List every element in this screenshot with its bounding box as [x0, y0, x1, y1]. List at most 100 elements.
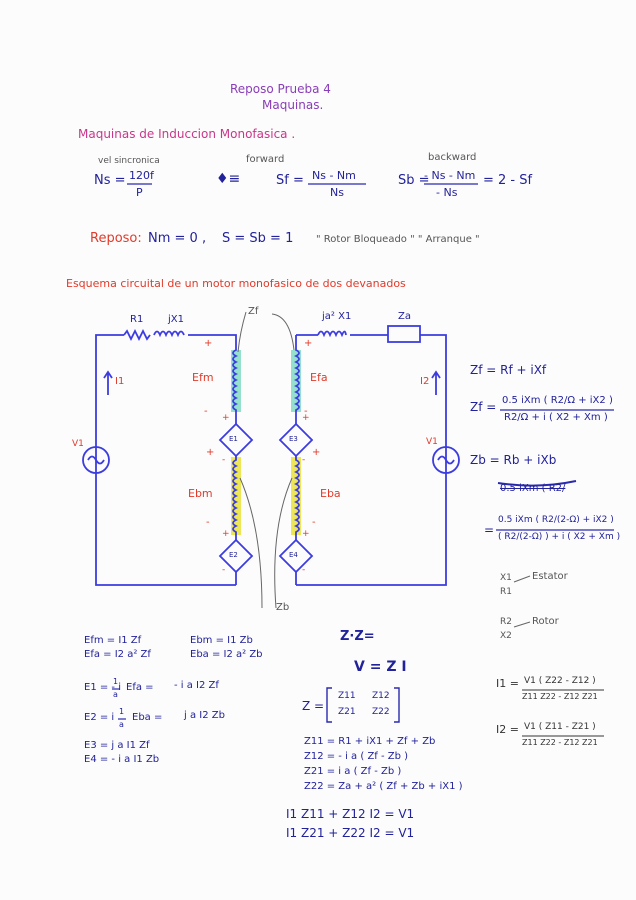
e2-source [218, 538, 254, 574]
e4-source [278, 538, 314, 574]
z12-equation: Z12 = - i a ( Zf - Zb ) [304, 751, 409, 762]
esquema-title: Esquema circuital de un motor monofasico… [66, 277, 406, 290]
eq-efa: Efa = I2 a² Zf [84, 649, 151, 660]
z21-equation: Z21 = i a ( Zf - Zb ) [304, 766, 402, 777]
zf-lhs: Zf = [470, 400, 497, 414]
efa-coil [293, 335, 300, 424]
matrix-right-bracket [394, 687, 400, 723]
v1-right-source [432, 446, 460, 474]
i1-denominator: Z11 Z22 - Z12 Z21 [522, 692, 598, 701]
efm-coil [232, 345, 239, 424]
left-top-wire [188, 334, 237, 345]
zf-definition: Zf = Rf + iXf [470, 363, 547, 377]
zb-leader-right [274, 477, 293, 609]
za-box [387, 325, 421, 343]
sign-e4-minus: - [302, 565, 306, 575]
sf-denominator: Ns [330, 186, 344, 199]
eq-e2-a: E2 = i [84, 712, 115, 723]
ebm-coil [232, 456, 239, 540]
label-e2: E2 [229, 551, 238, 559]
rotor-r2: R2 [500, 617, 512, 627]
sb-numerator: - Ns - Nm [424, 169, 476, 182]
estator-x1: X1 [500, 573, 512, 583]
z11-equation: Z11 = R1 + iX1 + Zf + Zb [304, 736, 436, 747]
rotor-arrow [513, 621, 531, 628]
sf-numerator: Ns - Nm [312, 169, 356, 182]
label-eba: Eba [320, 487, 341, 500]
sign-ebm-minus: - [206, 517, 210, 528]
eq-e2-c: j a I2 Zb [184, 710, 225, 721]
label-ja2x1: ja² X1 [322, 311, 352, 322]
system-eq1: I1 Z11 + Z12 I2 = V1 [286, 807, 415, 821]
zb-equals: = [484, 523, 495, 537]
title-line2: Maquinas. [262, 98, 324, 112]
r1-resistor [123, 328, 151, 342]
sign-e3-minus: - [302, 455, 306, 465]
label-zf: Zf [248, 306, 259, 317]
sign-efa-plus: + [304, 338, 313, 349]
ns-denominator: P [136, 186, 143, 199]
matrix-left-bracket [326, 687, 332, 723]
sign-e2-plus: + [222, 529, 230, 539]
estator-r1: R1 [500, 587, 512, 597]
e1-source [218, 422, 254, 458]
sign-ebm-plus: + [206, 447, 215, 458]
sf-lhs: Sf = [276, 173, 304, 188]
reposo-label: Reposo: [90, 231, 142, 246]
matrix-z22: Z22 [372, 707, 390, 717]
eq-e1-frac-den: a [113, 690, 118, 699]
zb-denominator: ( R2/(2-Ω) ) + i ( X2 + Xm ) [498, 532, 621, 542]
sb-rhs: = 2 - Sf [483, 173, 533, 188]
crossout-mark [497, 480, 577, 487]
sign-e1-minus: - [222, 455, 226, 465]
eq-ebm: Ebm = I1 Zb [190, 635, 253, 646]
i2-denominator: Z11 Z22 - Z12 Z21 [522, 738, 598, 747]
estator-label: Estator [532, 571, 568, 582]
i2-arrow [431, 370, 441, 395]
i2-numerator: V1 ( Z11 - Z21 ) [524, 722, 596, 732]
label-e3: E3 [289, 435, 298, 443]
eq-e3: E3 = j a I1 Zf [84, 740, 150, 751]
eq-eba: Eba = I2 a² Zb [190, 649, 263, 660]
v1-left-source [82, 446, 110, 474]
v1-left-wave [87, 455, 105, 465]
scribble-mark: ♦≡ [216, 171, 241, 187]
ns-numerator: 120f [129, 169, 154, 182]
reposo-note: " Rotor Bloqueado " " Arranque " [316, 234, 480, 245]
eq-e2-frac-den: a [119, 720, 124, 729]
system-eq2: I1 Z21 + Z22 I2 = V1 [286, 826, 415, 840]
label-ebm: Ebm [188, 487, 213, 500]
i1-lhs: I1 = [496, 677, 519, 690]
label-backward: backward [428, 152, 477, 163]
title-line1: Reposo Prueba 4 [230, 82, 331, 96]
i1-arrow [103, 370, 113, 395]
matrix-z12: Z12 [372, 691, 390, 701]
sign-eba-minus: - [312, 517, 316, 528]
label-efa: Efa [310, 371, 328, 384]
eq-e4: E4 = - i a I1 Zb [84, 754, 160, 765]
z-matrix-lhs: Z = [302, 699, 325, 713]
eq-e2-b: Eba = [132, 712, 163, 723]
label-r1: R1 [130, 314, 144, 325]
section-subtitle: Maquinas de Induccion Monofasica . [78, 127, 296, 141]
sb-denominator: - Ns [436, 186, 458, 199]
estator-arrow [513, 575, 531, 583]
sb-lhs: Sb = [398, 173, 430, 188]
label-jx1: jX1 [168, 314, 184, 325]
zf-leader-right [271, 313, 295, 351]
matrix-z11: Z11 [338, 691, 356, 701]
crossed-out-text: 0.5 iXm ( R2/ [500, 483, 566, 494]
sign-e4-plus: + [302, 529, 310, 539]
label-i1: I1 [115, 376, 125, 387]
label-v1-right: V1 [426, 437, 438, 447]
zb-definition: Zb = Rb + iXb [470, 453, 557, 467]
label-v1-left: V1 [72, 439, 84, 449]
zf-leader-left [237, 311, 247, 353]
i1-numerator: V1 ( Z22 - Z12 ) [524, 676, 596, 686]
eq-e1-c: - i a I2 Zf [174, 680, 219, 691]
rotor-label: Rotor [532, 616, 559, 627]
sign-e1-plus: + [222, 413, 230, 423]
label-forward: forward [246, 154, 285, 165]
